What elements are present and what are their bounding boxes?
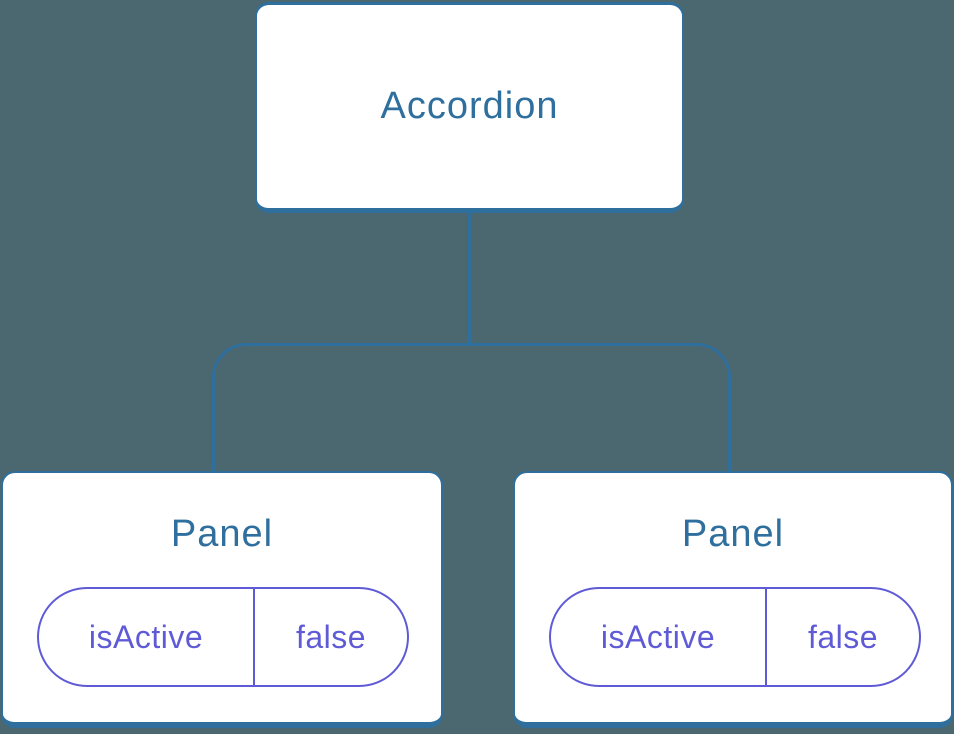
state-value-label: false bbox=[295, 618, 367, 655]
state-pill: isActive false bbox=[37, 587, 409, 687]
connector-branch-bracket bbox=[212, 343, 731, 471]
accordion-node-label: Accordion bbox=[380, 85, 559, 127]
panel-node-left: Panel isActive false bbox=[1, 471, 443, 728]
state-value-label: false bbox=[807, 618, 879, 655]
state-key-cell: isActive bbox=[551, 589, 767, 685]
panel-node-right: Panel isActive false bbox=[513, 471, 953, 728]
state-key-cell: isActive bbox=[39, 589, 255, 685]
state-value-cell: false bbox=[767, 589, 919, 685]
state-pill: isActive false bbox=[549, 587, 921, 687]
state-value-cell: false bbox=[255, 589, 407, 685]
state-key-label: isActive bbox=[88, 618, 204, 655]
panel-node-label: Panel bbox=[170, 513, 274, 555]
accordion-node: Accordion bbox=[255, 2, 684, 213]
connector-trunk-line bbox=[468, 213, 471, 344]
state-key-label: isActive bbox=[600, 618, 716, 655]
panel-node-label: Panel bbox=[681, 513, 785, 555]
